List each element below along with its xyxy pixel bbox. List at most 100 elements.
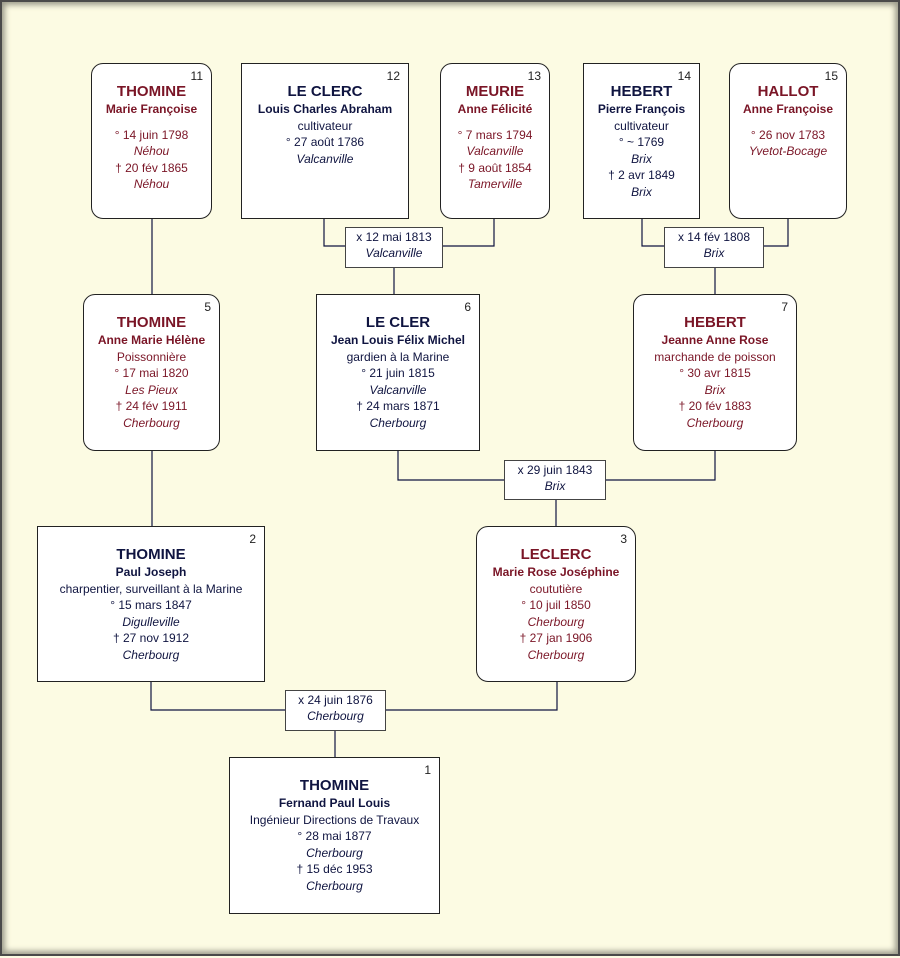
birth-date: ° 7 mars 1794 bbox=[457, 127, 533, 142]
surname: LE CLER bbox=[365, 314, 431, 331]
marriage-box-2-3[interactable]: x 24 juin 1876 Cherbourg bbox=[285, 690, 386, 731]
given-names: Jean Louis Félix Michel bbox=[330, 333, 466, 347]
death-place: Cherbourg bbox=[369, 415, 427, 430]
birth-place: Yvetot-Bocage bbox=[748, 144, 828, 159]
death-date: † 2 avr 1849 bbox=[608, 168, 675, 183]
sosa-number: 6 bbox=[464, 300, 471, 314]
death-place: Cherbourg bbox=[122, 647, 180, 662]
death-place: Cherbourg bbox=[686, 415, 744, 430]
sosa-number: 5 bbox=[204, 300, 211, 314]
birth-date: ° 27 août 1786 bbox=[285, 135, 365, 150]
surname: THOMINE bbox=[299, 777, 370, 794]
death-date: † 20 fév 1865 bbox=[115, 160, 188, 175]
occupation: cultivateur bbox=[614, 118, 669, 133]
marriage-box-12-13[interactable]: x 12 mai 1813 Valcanville bbox=[345, 227, 443, 268]
person-card-5[interactable]: 5 THOMINE Anne Marie Hélène Poissonnière… bbox=[83, 294, 220, 451]
marriage-date: x 24 juin 1876 bbox=[298, 693, 373, 707]
marriage-date: x 29 juin 1843 bbox=[517, 463, 593, 477]
sosa-number: 12 bbox=[386, 69, 400, 83]
death-place: Cherbourg bbox=[527, 647, 585, 662]
marriage-date: x 14 fév 1808 bbox=[677, 230, 751, 244]
connector-15-union bbox=[764, 219, 789, 247]
birth-date: ° 26 nov 1783 bbox=[750, 127, 826, 142]
person-card-11[interactable]: 11 THOMINE Marie Françoise ° 14 juin 179… bbox=[91, 63, 212, 219]
connector-14-union bbox=[641, 219, 664, 247]
person-card-1[interactable]: 1 THOMINE Fernand Paul Louis Ingénieur D… bbox=[229, 757, 440, 914]
birth-date: ° 28 mai 1877 bbox=[297, 829, 372, 844]
marriage-date: x 12 mai 1813 bbox=[356, 230, 432, 244]
birth-date: ° 30 avr 1815 bbox=[679, 366, 751, 381]
death-place: Brix bbox=[631, 184, 652, 199]
death-date: † 24 fév 1911 bbox=[115, 399, 188, 414]
sosa-number: 15 bbox=[824, 69, 838, 83]
occupation: cultivateur bbox=[297, 118, 353, 133]
connector-6-union bbox=[397, 451, 504, 481]
surname: LECLERC bbox=[520, 546, 592, 563]
given-names: Fernand Paul Louis bbox=[278, 796, 391, 810]
given-names: Louis Charles Abraham bbox=[257, 102, 393, 116]
death-place: Tamerville bbox=[467, 177, 523, 192]
connector-13-union bbox=[442, 219, 495, 247]
sosa-number: 11 bbox=[190, 69, 203, 83]
marriage-place: Valcanville bbox=[365, 246, 423, 260]
given-names: Anne Marie Hélène bbox=[97, 333, 206, 347]
given-names: Anne Françoise bbox=[742, 102, 834, 116]
sosa-number: 2 bbox=[249, 532, 256, 546]
birth-place: Cherbourg bbox=[527, 614, 585, 629]
birth-place: Néhou bbox=[133, 144, 170, 159]
connector-2-union bbox=[150, 682, 285, 711]
death-place: Néhou bbox=[133, 177, 170, 192]
given-names: Jeanne Anne Rose bbox=[661, 333, 769, 347]
sosa-number: 13 bbox=[527, 69, 541, 83]
sosa-number: 14 bbox=[677, 69, 691, 83]
death-date: † 24 mars 1871 bbox=[356, 399, 440, 414]
birth-date: ° 21 juin 1815 bbox=[361, 366, 435, 381]
occupation: marchande de poisson bbox=[654, 349, 776, 364]
death-date: † 27 nov 1912 bbox=[112, 631, 190, 646]
given-names: Marie Rose Joséphine bbox=[492, 565, 620, 579]
occupation: coututière bbox=[529, 581, 583, 596]
death-date: † 9 août 1854 bbox=[458, 160, 532, 175]
occupation: Poissonnière bbox=[116, 349, 187, 364]
birth-place: Digulleville bbox=[122, 614, 180, 629]
birth-place: Les Pieux bbox=[125, 382, 178, 397]
surname: LE CLERC bbox=[287, 83, 363, 100]
marriage-box-6-7[interactable]: x 29 juin 1843 Brix bbox=[504, 460, 606, 500]
person-card-14[interactable]: 14 HEBERT Pierre François cultivateur ° … bbox=[583, 63, 700, 219]
person-card-7[interactable]: 7 HEBERT Jeanne Anne Rose marchande de p… bbox=[633, 294, 797, 451]
person-card-6[interactable]: 6 LE CLER Jean Louis Félix Michel gardie… bbox=[316, 294, 480, 451]
surname: HEBERT bbox=[684, 314, 746, 331]
birth-date: ° 15 mars 1847 bbox=[110, 598, 192, 613]
person-card-3[interactable]: 3 LECLERC Marie Rose Joséphine coututièr… bbox=[476, 526, 636, 682]
connector-12-union bbox=[323, 219, 345, 247]
birth-place: Valcanville bbox=[296, 151, 354, 166]
birth-date: ° 17 mai 1820 bbox=[114, 366, 189, 381]
surname: HALLOT bbox=[757, 83, 819, 100]
surname: MEURIE bbox=[465, 83, 525, 100]
marriage-place: Cherbourg bbox=[307, 709, 364, 723]
given-names: Marie Françoise bbox=[105, 102, 198, 116]
occupation: gardien à la Marine bbox=[346, 349, 450, 364]
death-date: † 27 jan 1906 bbox=[519, 631, 593, 646]
person-card-13[interactable]: 13 MEURIE Anne Félicité ° 7 mars 1794 Va… bbox=[440, 63, 550, 219]
connector-7-union bbox=[606, 451, 716, 481]
surname: HEBERT bbox=[610, 83, 673, 100]
birth-place: Valcanville bbox=[466, 144, 524, 159]
birth-place: Valcanville bbox=[369, 382, 427, 397]
person-card-15[interactable]: 15 HALLOT Anne Françoise ° 26 nov 1783 Y… bbox=[729, 63, 847, 219]
sosa-number: 1 bbox=[424, 763, 431, 777]
occupation: charpentier, surveillant à la Marine bbox=[59, 581, 243, 596]
marriage-place: Brix bbox=[544, 479, 566, 493]
connector-3-union bbox=[386, 682, 558, 711]
person-card-2[interactable]: 2 THOMINE Paul Joseph charpentier, surve… bbox=[37, 526, 265, 682]
death-date: † 15 déc 1953 bbox=[296, 862, 373, 877]
given-names: Paul Joseph bbox=[115, 565, 187, 579]
birth-place: Cherbourg bbox=[306, 845, 363, 860]
person-card-12[interactable]: 12 LE CLERC Louis Charles Abraham cultiv… bbox=[241, 63, 409, 219]
birth-date: ° ~ 1769 bbox=[618, 135, 665, 150]
marriage-box-14-15[interactable]: x 14 fév 1808 Brix bbox=[664, 227, 764, 268]
birth-date: ° 10 juil 1850 bbox=[521, 598, 591, 613]
birth-date: ° 14 juin 1798 bbox=[114, 127, 189, 142]
surname: THOMINE bbox=[116, 314, 187, 331]
